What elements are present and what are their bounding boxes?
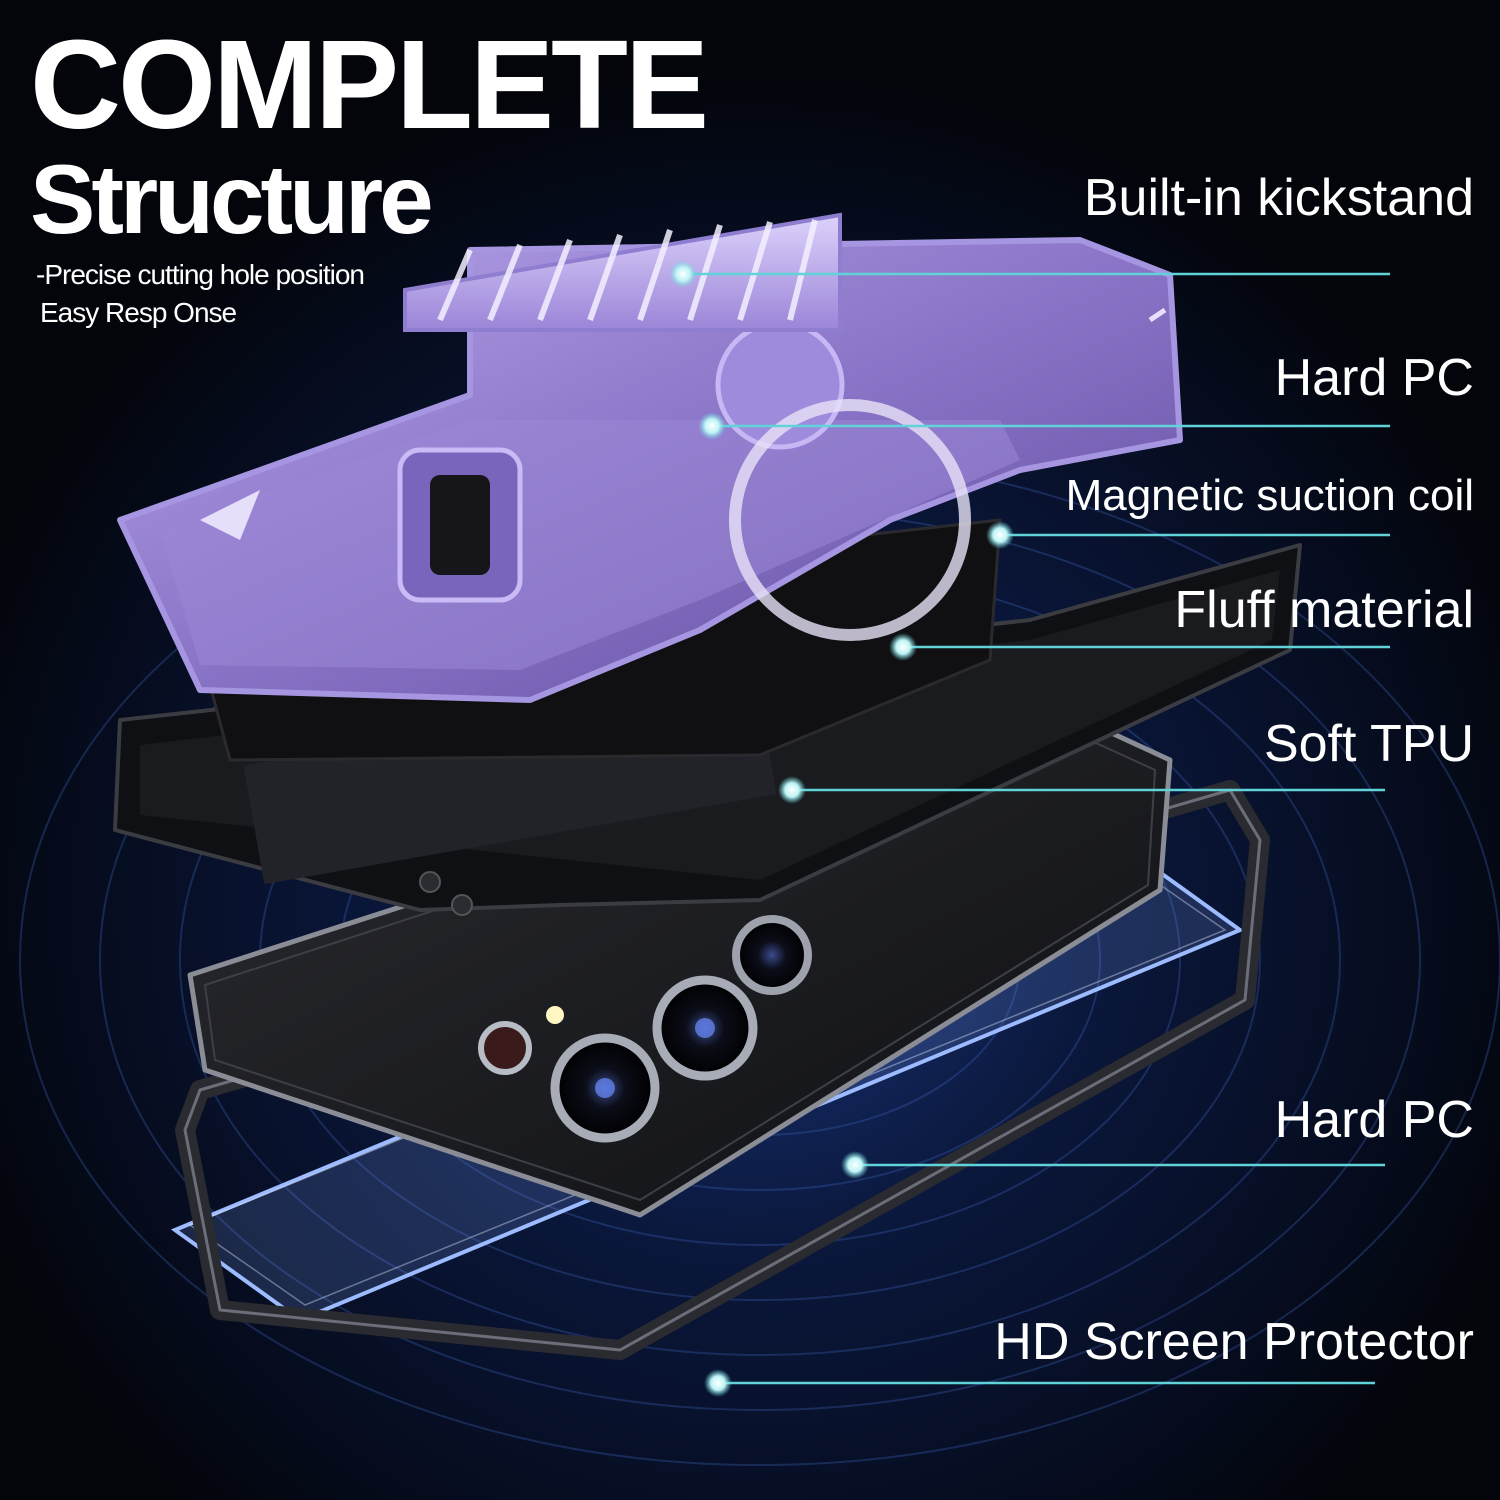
- subheading-line-2: Easy Resp Onse: [40, 297, 237, 328]
- callout-label-built-in-kickstand: Built-in kickstand: [1083, 169, 1474, 227]
- callout-label-hard-pc-top: Hard PC: [1274, 349, 1474, 407]
- callout-dot: [841, 1151, 869, 1179]
- camera-lens: [732, 915, 812, 995]
- callout-dot: [986, 521, 1014, 549]
- subheading-line-1: -Precise cutting hole position: [36, 259, 365, 290]
- callout-label-soft-tpu: Soft TPU: [1263, 715, 1474, 773]
- hard-pc-case-layer: [117, 237, 1183, 703]
- callout-label-fluff-material: Fluff material: [1174, 581, 1474, 639]
- kickstand-layer: [403, 212, 842, 332]
- headline-line-2: Structure: [30, 144, 434, 254]
- callout-dot: [698, 412, 726, 440]
- callout-dots: [669, 260, 1014, 1397]
- camera-flash: [546, 1006, 564, 1024]
- callout-dot: [778, 776, 806, 804]
- callout-dot: [669, 260, 697, 288]
- callout-dot: [704, 1369, 732, 1397]
- camera-lens: [478, 1021, 532, 1075]
- callout-label-hd-screen-protector: HD Screen Protector: [994, 1313, 1474, 1371]
- callout-label-hard-pc-bottom: Hard PC: [1274, 1091, 1474, 1149]
- callout-dot: [889, 633, 917, 661]
- headline-line-1: COMPLETE: [30, 14, 709, 155]
- callout-label-magnetic-suction-coil: Magnetic suction coil: [1065, 471, 1474, 520]
- hard-pc-frame-layer: [175, 780, 1270, 1360]
- phone-layer: [187, 697, 1173, 1218]
- callout-leaders: [683, 272, 1390, 1385]
